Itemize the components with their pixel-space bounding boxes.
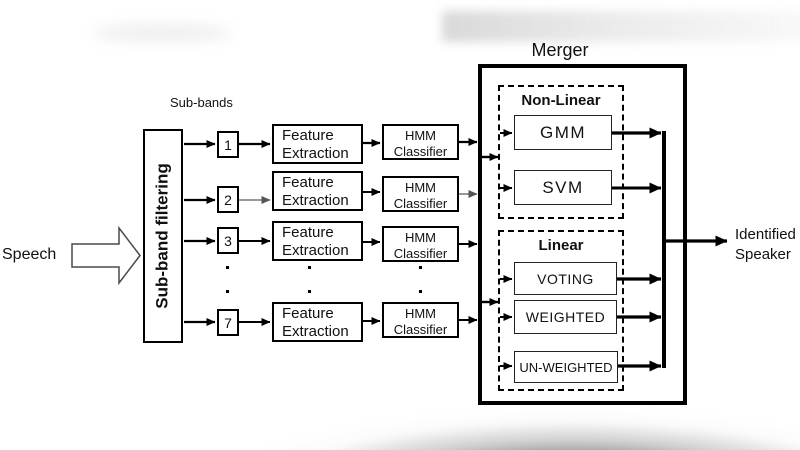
group-linear: Linear VOTING WEIGHTED UN-WEIGHTED (498, 230, 624, 391)
method-box-unweighted: UN-WEIGHTED (514, 351, 618, 383)
subband-box-3: 3 (217, 227, 239, 254)
feature-extraction-box: Feature Extraction (272, 221, 363, 261)
hmm-classifier-label: HMM Classifier (393, 230, 448, 261)
method-label: GMM (539, 122, 587, 142)
merger-title: Merger (531, 40, 589, 60)
ellipsis-dots (226, 266, 422, 293)
method-box-gmm: GMM (514, 115, 612, 150)
subband-box-7: 7 (217, 309, 239, 336)
feature-extraction-label: Feature Extraction (282, 174, 349, 209)
subband-number: 7 (224, 314, 232, 331)
merger-box (478, 64, 687, 405)
subband-box-1: 1 (217, 131, 239, 158)
hmm-classifier-box: HMM Classifier (382, 226, 459, 262)
feature-extraction-label: Feature Extraction (282, 127, 349, 162)
subbands-label: Sub-bands (170, 95, 233, 110)
merger-group-feed-arrows (482, 153, 499, 306)
method-label: VOTING (537, 270, 594, 287)
feature-extraction-box: Feature Extraction (272, 124, 363, 164)
method-label: SVM (542, 177, 584, 197)
method-label: WEIGHTED (525, 309, 606, 325)
subband-filtering-label: Sub-band filtering (153, 163, 172, 309)
subband-number: 3 (224, 232, 232, 249)
hmm-classifier-label: HMM Classifier (393, 128, 448, 159)
group-to-method-arrows (500, 129, 513, 370)
background-shadow-bottom (155, 406, 800, 450)
method-box-weighted: WEIGHTED (514, 300, 617, 334)
hmm-classifier-label: HMM Classifier (393, 306, 448, 337)
subband-number: 2 (224, 191, 232, 208)
method-output-arrows (612, 127, 662, 372)
group-nonlinear: Non-Linear GMM SVM (498, 85, 624, 219)
identified-speaker-label: Identified Speaker (735, 226, 796, 263)
speech-input-arrow (71, 225, 141, 286)
feature-extraction-box: Feature Extraction (272, 171, 363, 211)
feature-to-hmm-arrows (363, 139, 381, 325)
filter-to-subband-arrows (184, 140, 216, 326)
group-linear-title: Linear (538, 237, 584, 254)
background-blur-top-left (92, 24, 232, 42)
feature-extraction-box: Feature Extraction (272, 302, 363, 342)
hmm-classifier-label: HMM Classifier (393, 180, 448, 211)
hmm-classifier-box: HMM Classifier (382, 176, 459, 212)
feature-extraction-label: Feature Extraction (282, 224, 349, 259)
subband-to-feature-arrows (239, 140, 271, 326)
method-label: UN-WEIGHTED (519, 359, 613, 375)
hmm-to-merger-arrows (459, 138, 478, 324)
hmm-classifier-box: HMM Classifier (382, 124, 459, 160)
subband-box-2: 2 (217, 186, 239, 213)
feature-extraction-label: Feature Extraction (282, 305, 349, 340)
background-blur-top-right (442, 11, 800, 42)
method-box-svm: SVM (514, 170, 612, 205)
speech-label: Speech (2, 246, 57, 263)
subband-filtering-box: Sub-band filtering (143, 129, 183, 343)
hmm-classifier-box: HMM Classifier (382, 302, 459, 338)
subband-number: 1 (224, 136, 232, 153)
method-box-voting: VOTING (514, 262, 617, 295)
group-nonlinear-title: Non-Linear (521, 92, 601, 109)
